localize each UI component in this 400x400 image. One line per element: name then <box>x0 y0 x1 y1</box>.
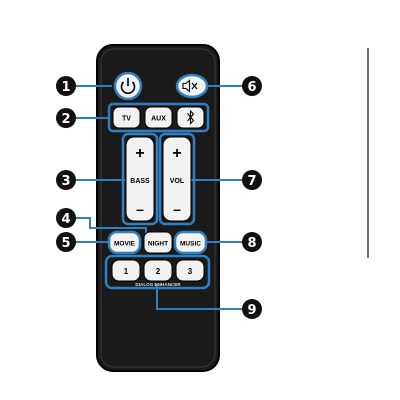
callout-1-number: 1 <box>61 80 70 95</box>
bass-minus-label: – <box>136 201 144 217</box>
callout-4: 4 <box>56 208 76 228</box>
callout-9: 9 <box>242 299 262 319</box>
aux-button[interactable]: AUX <box>144 106 173 129</box>
callout-7-number: 7 <box>247 174 256 189</box>
callout-2: 2 <box>56 108 76 128</box>
music-button[interactable]: MUSIC <box>173 230 208 255</box>
leader-9 <box>156 284 243 310</box>
callout-1: 1 <box>56 76 76 96</box>
aux-label: AUX <box>151 116 166 123</box>
vol-plus-label: + <box>172 145 181 162</box>
callout-9-number: 9 <box>247 303 256 318</box>
callout-leaders <box>75 85 243 310</box>
tv-label: TV <box>122 116 131 123</box>
dialog-1-button[interactable]: 1 <box>111 259 141 282</box>
leader-4 <box>75 217 147 233</box>
remote-face <box>100 48 216 368</box>
power-icon <box>120 78 136 94</box>
dialog-3-button[interactable]: 3 <box>175 259 205 282</box>
vol-rocker-highlight <box>158 132 196 226</box>
callout-6: 6 <box>242 76 262 96</box>
mute-button[interactable] <box>175 73 209 99</box>
night-button[interactable]: NIGHT <box>143 231 173 254</box>
tv-button[interactable]: TV <box>112 106 141 129</box>
bluetooth-button[interactable] <box>176 106 205 129</box>
callout-3: 3 <box>56 170 76 190</box>
movie-label: MOVIE <box>114 241 136 248</box>
callout-6-number: 6 <box>247 80 256 95</box>
dialog-enhancer-highlight <box>104 254 211 290</box>
callout-5: 5 <box>56 232 76 252</box>
dialog-enhancer-label: DIALOG ENHANCER <box>135 282 181 287</box>
bluetooth-icon <box>187 109 195 125</box>
bass-rocker[interactable]: + BASS – <box>125 136 155 222</box>
source-group-highlight <box>107 102 210 133</box>
power-button[interactable] <box>113 71 143 101</box>
callout-7: 7 <box>242 170 262 190</box>
callout-5-number: 5 <box>61 236 70 251</box>
callout-2-number: 2 <box>61 112 70 127</box>
callout-8-number: 8 <box>247 236 256 251</box>
vol-minus-label: – <box>173 201 181 217</box>
vol-label: VOL <box>170 178 185 185</box>
movie-button[interactable]: MOVIE <box>107 230 142 255</box>
dialog-1-label: 1 <box>124 267 129 276</box>
music-label: MUSIC <box>180 241 201 248</box>
bass-rocker-highlight <box>121 132 159 226</box>
bass-label: BASS <box>130 178 150 185</box>
dialog-3-label: 3 <box>188 267 193 276</box>
dialog-2-button[interactable]: 2 <box>143 259 173 282</box>
night-label: NIGHT <box>148 241 168 248</box>
callout-3-number: 3 <box>61 174 70 189</box>
vol-rocker[interactable]: + VOL – <box>162 136 192 222</box>
dialog-2-label: 2 <box>156 267 161 276</box>
callout-8: 8 <box>242 232 262 252</box>
mute-icon <box>182 79 198 93</box>
bass-plus-label: + <box>135 145 144 162</box>
callout-4-number: 4 <box>61 212 70 227</box>
